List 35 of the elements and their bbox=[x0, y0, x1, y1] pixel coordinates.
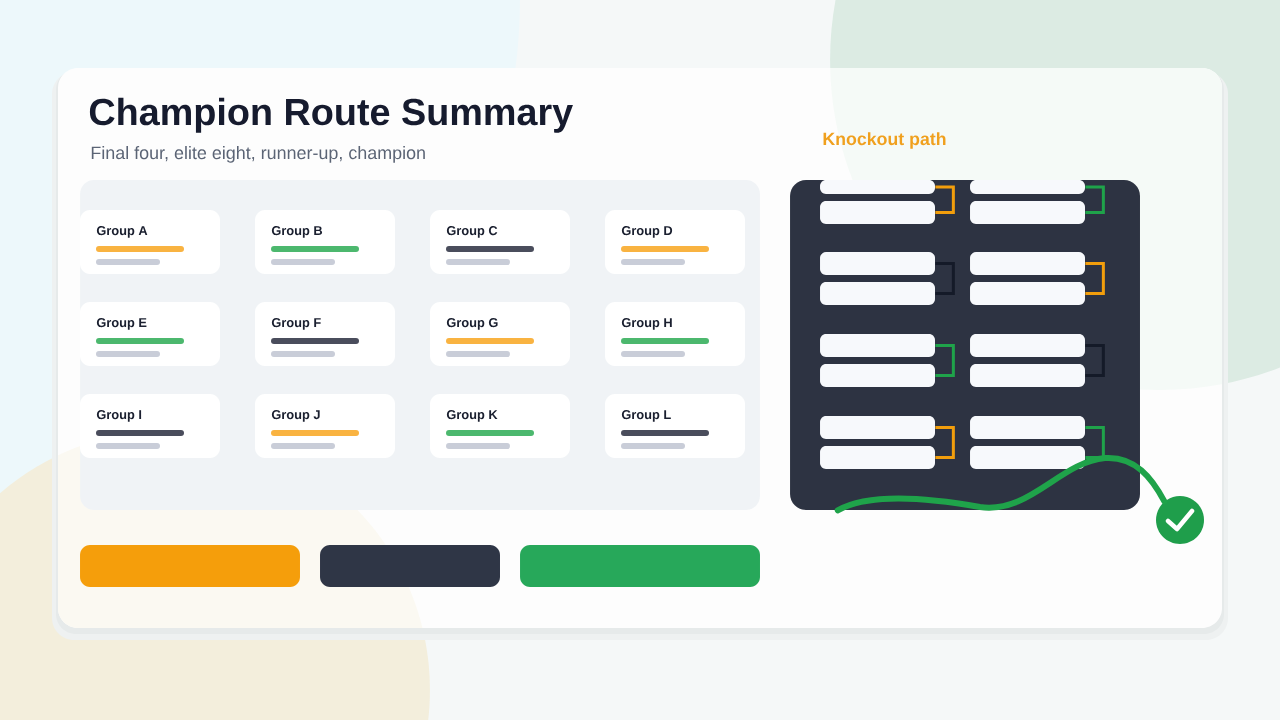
bracket-slot bbox=[970, 252, 1085, 275]
bracket-slot bbox=[970, 446, 1085, 469]
bracket-slot bbox=[970, 334, 1085, 357]
bracket-line bbox=[935, 344, 955, 377]
bracket-slot bbox=[970, 180, 1085, 194]
bracket-slot bbox=[820, 252, 935, 275]
button bbox=[80, 545, 300, 587]
bracket-slot bbox=[970, 201, 1085, 224]
bracket-slot bbox=[820, 334, 935, 357]
bracket-line bbox=[935, 185, 955, 214]
bracket-slot bbox=[820, 364, 935, 387]
bracket-line bbox=[1085, 185, 1105, 214]
button bbox=[520, 545, 760, 587]
bracket-slot bbox=[820, 446, 935, 469]
bracket-slot bbox=[820, 201, 935, 224]
bracket-slot bbox=[970, 282, 1085, 305]
bracket-line bbox=[1085, 262, 1105, 295]
bracket-slot bbox=[820, 180, 935, 194]
check-icon bbox=[1156, 496, 1204, 544]
panel-heading: Knockout path bbox=[823, 132, 946, 149]
bracket-slot bbox=[820, 416, 935, 439]
node-label: Group A bbox=[96, 226, 148, 238]
bracket-line bbox=[935, 426, 955, 459]
bracket-line bbox=[1085, 426, 1105, 459]
route-line bbox=[834, 455, 1168, 514]
title: Champion Route Summary bbox=[89, 97, 573, 133]
bracket-slot bbox=[970, 364, 1085, 387]
subtitle: Final four, elite eight, runner-up, champion bbox=[91, 146, 425, 163]
bracket-slot bbox=[820, 282, 935, 305]
bracket-line bbox=[1085, 344, 1105, 377]
bracket-line bbox=[935, 262, 955, 295]
bracket-slot bbox=[970, 416, 1085, 439]
button bbox=[320, 545, 500, 587]
node-label: Group I bbox=[96, 410, 142, 422]
node-label: Group E bbox=[96, 318, 147, 330]
